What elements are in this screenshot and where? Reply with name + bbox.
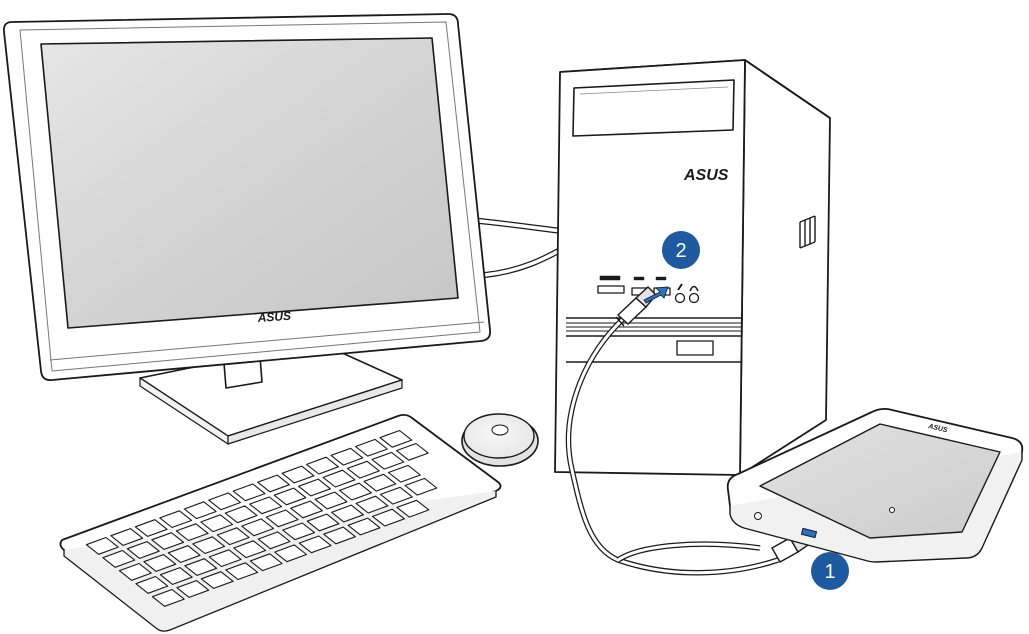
- desktop-tower: [554, 59, 831, 476]
- keyboard-key[interactable]: [339, 482, 372, 501]
- mouse: [461, 413, 539, 467]
- usb-cable: [565, 316, 779, 576]
- tablet-speaker: [889, 507, 895, 513]
- headphone-icon: [689, 285, 699, 292]
- keyboard-key[interactable]: [281, 465, 315, 484]
- step-2-number: 2: [675, 240, 686, 262]
- headphone-jack[interactable]: [688, 292, 700, 304]
- monitor-logo: ASUS: [256, 309, 291, 325]
- step-1-number: 1: [824, 561, 835, 583]
- keyboard-key[interactable]: [151, 588, 185, 607]
- tablet-screen: [759, 423, 1001, 539]
- keyboard-key[interactable]: [167, 545, 201, 563]
- keyboard-key[interactable]: [346, 460, 380, 479]
- keyboard-key[interactable]: [151, 532, 185, 550]
- card-reader-icon: [599, 275, 621, 281]
- keyboard-key[interactable]: [224, 505, 258, 524]
- keyboard-key[interactable]: [322, 469, 356, 488]
- keyboard-key[interactable]: [249, 553, 283, 572]
- card-reader-slot[interactable]: [597, 285, 625, 294]
- monitor: [3, 13, 572, 445]
- keyboard-key[interactable]: [372, 508, 405, 527]
- keyboard-key[interactable]: [135, 575, 169, 594]
- keyboard-key[interactable]: [216, 527, 250, 546]
- keyboard-key[interactable]: [396, 499, 430, 518]
- keyboard-key[interactable]: [118, 562, 152, 581]
- step-badge-1: 1: [811, 552, 849, 590]
- tower-side-panel: [739, 59, 831, 476]
- keyboard-key[interactable]: [110, 528, 144, 546]
- keyboard-key[interactable]: [241, 518, 275, 537]
- usb-icon-1: [633, 276, 645, 281]
- keyboard-keys: [85, 429, 438, 607]
- keyboard-key[interactable]: [331, 504, 364, 523]
- tower-port-arrow: [643, 286, 669, 304]
- keyboard-key[interactable]: [347, 517, 381, 536]
- keyboard-key[interactable]: [282, 522, 316, 541]
- keyboard-key[interactable]: [354, 438, 388, 457]
- keyboard-key[interactable]: [306, 456, 339, 475]
- keyboard-key[interactable]: [257, 474, 290, 493]
- keyboard-key[interactable]: [200, 571, 234, 589]
- power-button[interactable]: [676, 340, 714, 356]
- microphone-icon: [677, 283, 683, 291]
- tower-logo: ASUS: [683, 167, 729, 184]
- keyboard-key[interactable]: [395, 442, 429, 461]
- keyboard-key[interactable]: [200, 514, 234, 533]
- keyboard-key[interactable]: [159, 510, 193, 529]
- microphone-jack[interactable]: [674, 292, 686, 304]
- keyboard-key[interactable]: [290, 500, 323, 519]
- tablet-logo: ASUS: [927, 423, 949, 434]
- keyboard-key[interactable]: [176, 580, 210, 598]
- keyboard-key[interactable]: [85, 536, 119, 555]
- keyboard-key[interactable]: [175, 523, 209, 542]
- optical-drive-bay: [572, 79, 735, 137]
- keyboard-key[interactable]: [371, 451, 405, 470]
- keyboard-key[interactable]: [134, 519, 168, 537]
- monitor-screen: [40, 37, 459, 329]
- tablet-headphone-port[interactable]: [754, 512, 762, 520]
- keyboard-key[interactable]: [257, 531, 291, 550]
- keyboard-key[interactable]: [273, 487, 307, 506]
- keyboard-key[interactable]: [298, 535, 332, 554]
- keyboard-key[interactable]: [225, 562, 259, 581]
- keyboard-key[interactable]: [314, 491, 348, 510]
- keyboard-key[interactable]: [232, 483, 266, 502]
- keyboard-key[interactable]: [183, 501, 217, 520]
- keyboard-key[interactable]: [330, 447, 364, 466]
- keyboard-key[interactable]: [126, 541, 160, 559]
- keyboard-key[interactable]: [102, 549, 136, 568]
- side-vent: [799, 215, 816, 249]
- keyboard-key[interactable]: [192, 536, 226, 555]
- keyboard-key[interactable]: [379, 429, 413, 448]
- step-badge-2: 2: [662, 231, 700, 269]
- keyboard-key[interactable]: [379, 486, 413, 505]
- keyboard-key[interactable]: [249, 496, 283, 515]
- usb-icon-2: [655, 276, 667, 281]
- tablet-usb-port[interactable]: [800, 527, 818, 539]
- keyboard-key[interactable]: [143, 554, 177, 572]
- keyboard-key[interactable]: [184, 558, 218, 576]
- keyboard-key[interactable]: [265, 509, 299, 528]
- keyboard-key[interactable]: [323, 526, 356, 545]
- keyboard-key[interactable]: [274, 544, 308, 563]
- keyboard-key[interactable]: [363, 473, 397, 492]
- keyboard-key[interactable]: [159, 567, 193, 585]
- tablet: [726, 407, 1024, 563]
- keyboard-key[interactable]: [233, 540, 267, 559]
- keyboard-key[interactable]: [404, 477, 438, 496]
- keyboard-key[interactable]: [298, 478, 331, 497]
- keyboard-key[interactable]: [208, 492, 242, 511]
- keyboard-key[interactable]: [387, 464, 421, 483]
- usb-a-plug: [615, 286, 657, 327]
- keyboard-key[interactable]: [306, 513, 340, 532]
- keyboard-key[interactable]: [355, 495, 389, 514]
- keyboard: [59, 413, 502, 632]
- keyboard-key[interactable]: [208, 549, 242, 568]
